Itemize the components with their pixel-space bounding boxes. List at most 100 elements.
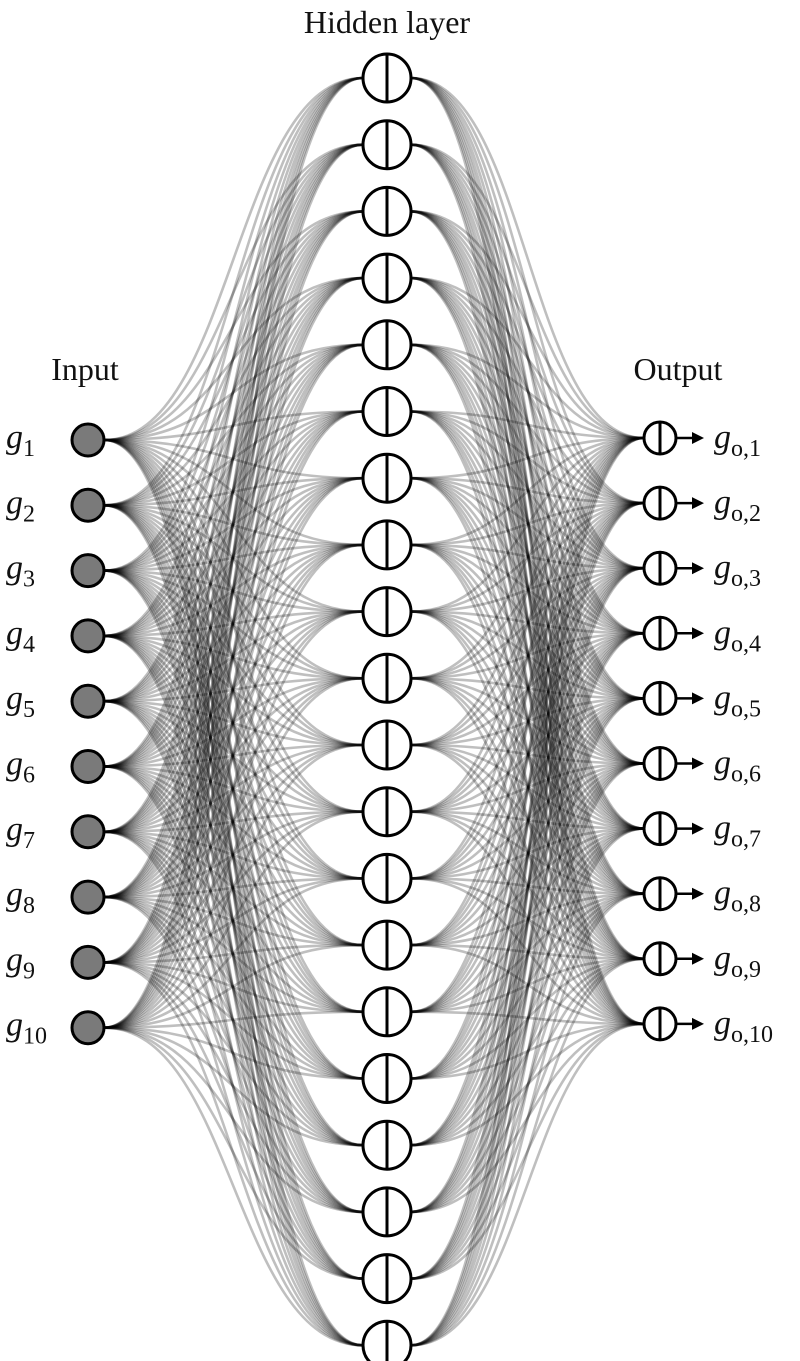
edge-hidden-8-output-2 [410,501,645,547]
edge-input-3-hidden-11 [103,569,364,747]
edge-hidden-6-output-5 [410,410,645,700]
edge-hidden-11-output-6 [410,743,645,765]
edge-hidden-9-output-3 [410,566,645,613]
edge-hidden-7-output-8 [410,476,645,895]
edge-hidden-7-output-4 [410,476,645,635]
output-node-label-8: go,8 [714,875,761,918]
edge-input-4-hidden-17 [103,634,364,1147]
edge-hidden-8-output-1 [410,436,645,547]
edge-input-8-hidden-13 [103,877,364,899]
edge-hidden-13-output-1 [410,436,645,880]
edge-hidden-5-output-3 [410,343,645,570]
edge-input-1-hidden-11 [103,438,364,747]
output-node-label-5: go,5 [714,679,761,722]
hidden-node-4 [361,252,413,304]
edge-hidden-8-output-4 [410,543,645,635]
edge-hidden-9-output-4 [410,610,645,635]
input-node-label-8: g8 [6,876,35,919]
edge-input-5-hidden-5 [103,343,364,703]
edge-hidden-11-output-10 [410,743,645,1026]
connection-edges [103,76,645,1347]
edge-hidden-2-output-5 [410,143,645,700]
edge-input-8-hidden-1 [103,76,364,899]
hidden-node-17 [361,1119,413,1171]
edge-input-6-hidden-16 [103,765,364,1080]
edge-hidden-3-output-7 [410,210,645,830]
edge-input-3-hidden-2 [103,143,364,572]
output-layer-title: Output [634,351,723,387]
edge-input-3-hidden-4 [103,276,364,572]
edge-hidden-14-output-10 [410,943,645,1026]
edge-hidden-4-output-4 [410,276,645,635]
edge-hidden-4-output-9 [410,276,645,961]
edge-input-2-hidden-13 [103,504,364,880]
edge-input-5-hidden-20 [103,699,364,1347]
edge-hidden-14-output-1 [410,436,645,947]
edge-input-10-hidden-19 [103,1026,364,1280]
edge-input-2-hidden-17 [103,504,364,1147]
edge-hidden-11-output-2 [410,501,645,747]
input-node-5 [70,683,106,719]
edge-input-2-hidden-1 [103,76,364,507]
edge-input-9-hidden-18 [103,961,364,1214]
edge-hidden-16-output-7 [410,827,645,1080]
edge-input-5-hidden-10 [103,677,364,703]
edge-input-4-hidden-14 [103,634,364,947]
edge-input-6-hidden-1 [103,76,364,768]
edge-hidden-12-output-4 [410,632,645,813]
edge-hidden-20-output-3 [410,566,645,1347]
edge-hidden-8-output-9 [410,543,645,961]
edge-input-10-hidden-9 [103,610,364,1029]
edge-input-2-hidden-5 [103,343,364,507]
input-node-7 [70,814,106,850]
input-node-label-7: g7 [6,811,35,854]
edge-input-5-hidden-4 [103,276,364,703]
edge-input-7-hidden-13 [103,830,364,880]
edge-input-5-hidden-17 [103,699,364,1147]
edge-hidden-9-output-8 [410,610,645,895]
edge-input-4-hidden-18 [103,634,364,1214]
edge-hidden-10-output-9 [410,677,645,961]
edge-input-9-hidden-1 [103,76,364,964]
edge-hidden-4-output-6 [410,276,645,765]
edge-input-4-hidden-6 [103,410,364,638]
edge-input-1-hidden-16 [103,438,364,1080]
edge-input-8-hidden-9 [103,610,364,899]
edge-input-1-hidden-13 [103,438,364,880]
edge-input-5-hidden-15 [103,699,364,1014]
output-node-label-2: go,2 [714,484,761,527]
edge-hidden-3-output-1 [410,210,645,440]
edge-hidden-20-output-4 [410,632,645,1347]
edge-hidden-1-output-9 [410,76,645,961]
edge-hidden-11-output-9 [410,743,645,961]
edge-input-6-hidden-15 [103,765,364,1014]
edge-hidden-20-output-2 [410,501,645,1347]
edge-input-6-hidden-12 [103,765,364,813]
edge-hidden-14-output-5 [410,697,645,947]
output-node-label-9: go,9 [714,940,761,983]
edge-input-1-hidden-6 [103,410,364,442]
edge-hidden-1-output-7 [410,76,645,830]
edge-input-6-hidden-9 [103,610,364,768]
edge-input-6-hidden-11 [103,743,364,768]
edge-input-6-hidden-6 [103,410,364,768]
edge-hidden-9-output-1 [410,436,645,613]
edge-hidden-5-output-4 [410,343,645,635]
edge-hidden-20-output-1 [410,436,645,1347]
edge-input-4-hidden-13 [103,634,364,880]
edge-hidden-4-output-8 [410,276,645,895]
input-node-label-9: g9 [6,941,35,984]
edge-hidden-2-output-4 [410,143,645,635]
edge-input-7-hidden-18 [103,830,364,1214]
edge-input-2-hidden-15 [103,504,364,1014]
edge-input-9-hidden-15 [103,961,364,1014]
edge-hidden-19-output-3 [410,566,645,1280]
edge-hidden-19-output-1 [410,436,645,1280]
edge-hidden-12-output-2 [410,501,645,813]
edge-input-10-hidden-3 [103,210,364,1029]
edge-input-8-hidden-7 [103,476,364,899]
edge-input-4-hidden-9 [103,610,364,638]
hidden-node-18 [361,1186,413,1238]
input-node-9 [70,944,106,980]
output-node-3 [642,550,678,586]
